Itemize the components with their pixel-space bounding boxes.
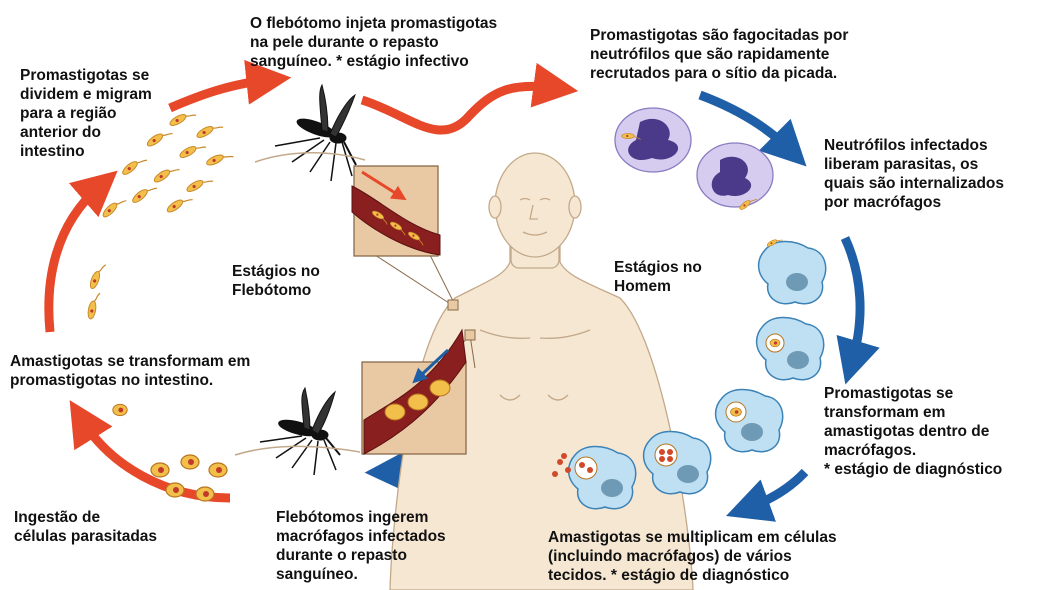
label-line: amastigotas dentro de — [824, 422, 1002, 441]
label-line: Promastigotas se — [824, 384, 1002, 403]
label-line: O flebótomo injeta promastigotas — [250, 14, 497, 33]
label-line: tecidos. * estágio de diagnóstico — [548, 566, 837, 585]
label-transform-in-gut: Amastigotas se transformam em promastigo… — [10, 352, 250, 390]
label-line: Neutrófilos infectados — [824, 136, 1004, 155]
inset-injection — [352, 166, 458, 310]
label-stages-sandfly: Estágios no Flebótomo — [232, 262, 320, 300]
label-line: recrutados para o sítio da picada. — [590, 64, 848, 83]
label-line: células parasitadas — [14, 527, 157, 546]
amastigotes-ingested-group — [113, 404, 227, 501]
neutrophil-1 — [615, 108, 691, 172]
label-line: neutrófilos que são rapidamente — [590, 45, 848, 64]
label-line: Estágios no — [232, 262, 320, 281]
label-line: (incluindo macrófagos) de vários — [548, 547, 837, 566]
label-phagocytosis: Promastigotas são fagocitadas por neutró… — [590, 26, 848, 83]
label-line: por macrófagos — [824, 193, 1004, 212]
macrophage-3 — [716, 390, 783, 452]
label-neutrophils-release: Neutrófilos infectados liberam parasitas… — [824, 136, 1004, 212]
macrophage-4 — [644, 432, 711, 494]
label-line: intestino — [20, 142, 152, 161]
label-line: macrófagos. — [824, 441, 1002, 460]
label-injection: O flebótomo injeta promastigotas na pele… — [250, 14, 497, 71]
label-line: sanguíneo. * estágio infectivo — [250, 52, 497, 71]
arrow-top-left-orange — [170, 80, 268, 108]
arrow-bottom-left-orange — [82, 420, 230, 498]
label-line: liberam parasitas, os — [824, 155, 1004, 174]
label-divide-migrate: Promastigotas se dividem e migram para a… — [20, 66, 152, 161]
label-multiply: Amastigotas se multiplicam em células (i… — [548, 528, 837, 585]
sandfly-top — [275, 85, 356, 181]
macrophage-2 — [757, 318, 824, 380]
label-line: durante o repasto — [276, 546, 446, 565]
arrow-right-lower-blue — [748, 472, 805, 508]
neutrophil-2 — [697, 143, 773, 212]
label-line: Flebótomo — [232, 281, 320, 300]
arrow-right-upper-blue — [700, 95, 790, 150]
inset-ingestion — [362, 330, 475, 454]
label-transform-in-macrophage: Promastigotas se transformam em amastigo… — [824, 384, 1002, 479]
label-line: quais são internalizados — [824, 174, 1004, 193]
label-line: transformam em — [824, 403, 1002, 422]
label-line: dividem e migram — [20, 85, 152, 104]
arrow-right-side-blue — [845, 238, 860, 362]
label-ingest-macrophages: Flebótomos ingerem macrófagos infectados… — [276, 508, 446, 584]
label-line: macrófagos infectados — [276, 527, 446, 546]
sandfly-bottom — [260, 388, 340, 475]
label-line: Homem — [614, 277, 702, 296]
label-line: Ingestão de — [14, 508, 157, 527]
label-line: Estágios no — [614, 258, 702, 277]
label-line: Promastigotas se — [20, 66, 152, 85]
macrophage-1 — [759, 236, 826, 304]
skin-hair-top — [255, 153, 365, 162]
label-line: promastigotas no intestino. — [10, 371, 250, 390]
arrow-top-wave-orange — [362, 86, 555, 130]
label-line: na pele durante o repasto — [250, 33, 497, 52]
label-line: * estágio de diagnóstico — [824, 460, 1002, 479]
skin-hair-bottom — [235, 446, 360, 455]
label-line: Amastigotas se transformam em — [10, 352, 250, 371]
label-stages-human: Estágios no Homem — [614, 258, 702, 296]
label-line: Promastigotas são fagocitadas por — [590, 26, 848, 45]
label-line: Amastigotas se multiplicam em células — [548, 528, 837, 547]
label-line: sanguíneo. — [276, 565, 446, 584]
label-line: anterior do — [20, 123, 152, 142]
label-ingest-cells: Ingestão de células parasitadas — [14, 508, 157, 546]
label-line: Flebótomos ingerem — [276, 508, 446, 527]
label-line: para a região — [20, 104, 152, 123]
